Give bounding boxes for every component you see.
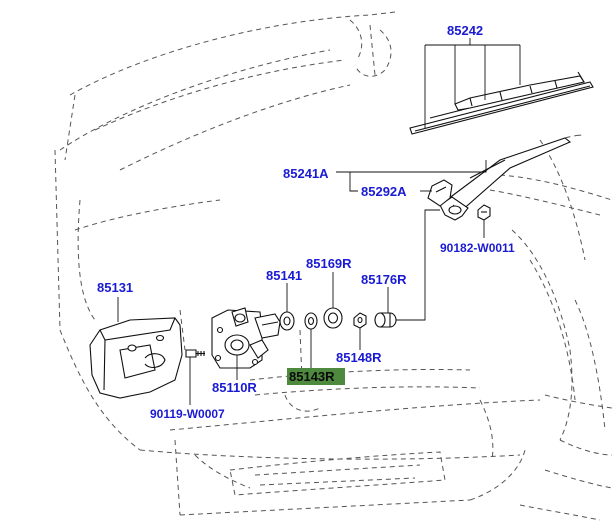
- motor-assembly-part: [211, 307, 281, 369]
- pivot-washer-part: [279, 311, 295, 331]
- label-grommet[interactable]: 85148R: [336, 350, 382, 365]
- wiper-arm-part: [438, 137, 572, 221]
- label-pivot-seal[interactable]: 85169R: [306, 256, 352, 271]
- motor-cover-part: [89, 317, 183, 399]
- highlight-box: [287, 368, 345, 385]
- cover-screw-part: [185, 349, 205, 358]
- label-motor-cover[interactable]: 85131: [97, 280, 133, 295]
- label-arm-nut[interactable]: 90182-W0011: [440, 241, 515, 255]
- arm-nut-part: [477, 204, 491, 221]
- part-labels: 85242 85241A 85292A 90182-W0011 85131 85…: [97, 23, 515, 421]
- label-cushion[interactable]: 85143R: [289, 369, 335, 384]
- cushion-part: [304, 312, 318, 330]
- label-wiper-blade[interactable]: 85242: [447, 23, 483, 38]
- leader-lines: [117, 38, 521, 405]
- label-pivot-nut[interactable]: 85176R: [361, 272, 407, 287]
- pivot-seal-part: [323, 307, 343, 329]
- label-cover-screw[interactable]: 90119-W0007: [150, 407, 225, 421]
- pivot-nut-part: [374, 312, 397, 328]
- label-pivot-washer[interactable]: 85141: [266, 268, 302, 283]
- label-wiper-arm[interactable]: 85241A: [283, 166, 329, 181]
- label-arm-cap[interactable]: 85292A: [361, 184, 407, 199]
- arm-cap-part: [427, 179, 453, 207]
- wiper-blade-part: [409, 71, 594, 135]
- label-motor-assembly[interactable]: 85110R: [212, 380, 257, 395]
- grommet-part: [353, 312, 367, 329]
- vehicle-body-outline: [54, 11, 612, 521]
